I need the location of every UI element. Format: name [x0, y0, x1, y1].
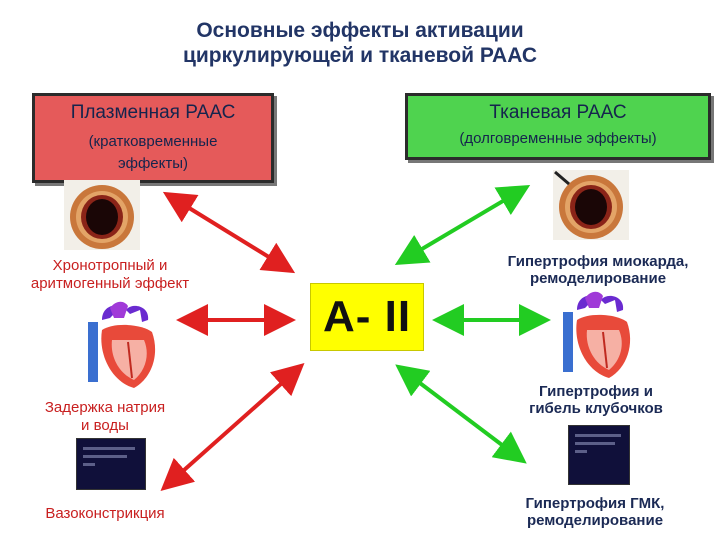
plasma-subtitle-line-1: (кратковременные	[88, 133, 218, 150]
myocardium-line-1: Гипертрофия миокарда,	[507, 253, 689, 270]
smc-line-1: Гипертрофия ГМК,	[525, 495, 665, 512]
title-line-2: циркулирующей и тканевой РААС	[182, 44, 538, 67]
artery-cross-section-icon	[64, 180, 140, 250]
sodium-line-1: Задержка натрия	[44, 399, 166, 416]
heart-anatomy-icon	[555, 290, 637, 382]
smc-hypertrophy-label: Гипертрофия ГМК, ремоделирование	[492, 495, 698, 529]
heart-anatomy-icon	[80, 300, 162, 392]
plasma-subtitle-line-2: эффекты)	[117, 155, 189, 172]
glomeruli-line-1: Гипертрофия и	[539, 383, 653, 400]
green-arrow-lower	[395, 364, 527, 464]
glomerular-hypertrophy-label: Гипертрофия и гибель клубочков	[496, 383, 696, 417]
micrograph-image-icon	[568, 425, 630, 485]
micrograph-image-icon	[76, 438, 146, 490]
slide-title: Основные эффекты активации циркулирующей…	[0, 18, 720, 68]
angiotensin-ii-box: А- II	[310, 283, 424, 351]
red-arrow-lower	[160, 363, 305, 491]
plasma-raas-heading: Плазменная РААС	[70, 102, 236, 123]
red-arrow-upper	[162, 191, 296, 274]
smc-line-2: ремоделирование	[526, 512, 664, 529]
chronotropic-line-1: Хронотропный и	[52, 257, 168, 274]
sodium-retention-label: Задержка натрия и воды	[15, 399, 195, 435]
artery-cross-section-icon	[553, 170, 629, 240]
myocardial-hypertrophy-label: Гипертрофия миокарда, ремоделирование	[480, 253, 716, 287]
vasoconstriction-label: Вазоконстрикция	[45, 505, 165, 522]
title-line-1: Основные эффекты активации	[196, 19, 524, 42]
chronotropic-line-2: аритмогенный эффект	[30, 275, 190, 292]
myocardium-line-2: ремоделирование	[529, 270, 667, 287]
tissue-raas-heading: Тканевая РААС	[489, 102, 627, 123]
tissue-raas-subtitle: (долговременные эффекты)	[459, 130, 657, 147]
plasma-raas-box: Плазменная РААС (кратковременные эффекты…	[32, 93, 274, 183]
tissue-raas-box: Тканевая РААС (долговременные эффекты)	[405, 93, 711, 160]
glomeruli-line-2: гибель клубочков	[529, 400, 663, 417]
green-arrow-upper	[394, 184, 531, 266]
plasma-raas-subtitle: (кратковременные эффекты)	[35, 131, 271, 175]
sodium-line-2: и воды	[81, 417, 129, 434]
chronotropic-effect-label: Хронотропный и аритмогенный эффект	[0, 257, 220, 293]
